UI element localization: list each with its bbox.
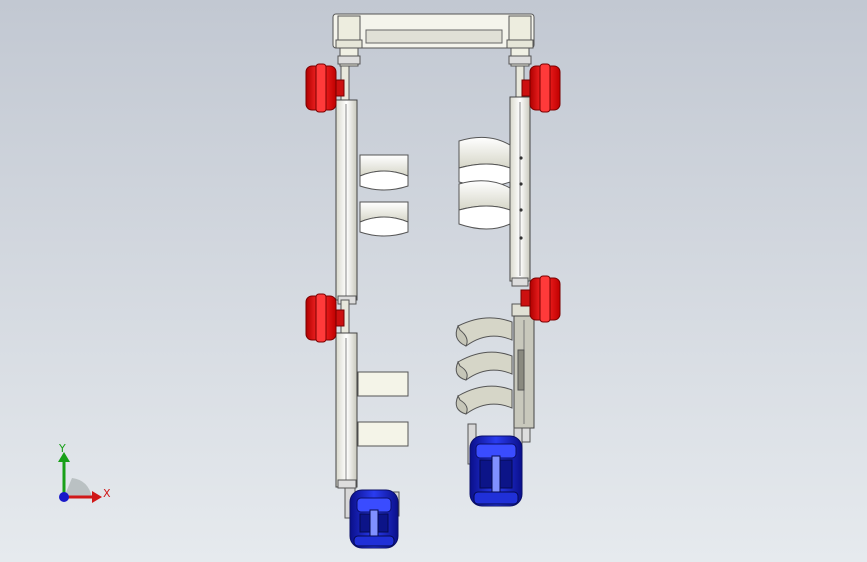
left-upper-rail	[335, 65, 358, 305]
blue-gripper-left	[344, 487, 400, 549]
red-drive-mid-left	[305, 293, 345, 343]
triad-x-label: X	[103, 487, 111, 500]
red-drive-top-left	[305, 63, 345, 113]
left-upper-clamp-1	[359, 154, 409, 191]
blue-gripper-right	[467, 423, 523, 507]
right-upper-rail	[509, 65, 531, 287]
left-lower-rail	[335, 299, 358, 489]
right-lower-clamp-3	[455, 385, 513, 415]
right-lower-clamp-1	[455, 317, 513, 347]
red-drive-top-right	[521, 63, 561, 113]
right-upper-clamp-2	[458, 180, 511, 230]
left-lower-clamp-2	[357, 421, 409, 447]
right-upper-clamp-1	[458, 136, 511, 187]
triad-y-label: Y	[59, 442, 66, 455]
right-lower-clamp-2	[455, 351, 513, 381]
coordinate-triad	[58, 452, 102, 503]
right-lower-rail	[511, 303, 535, 443]
left-upper-clamp-2	[359, 201, 409, 237]
left-lower-clamp-1	[357, 371, 409, 397]
red-drive-mid-right	[520, 275, 561, 323]
